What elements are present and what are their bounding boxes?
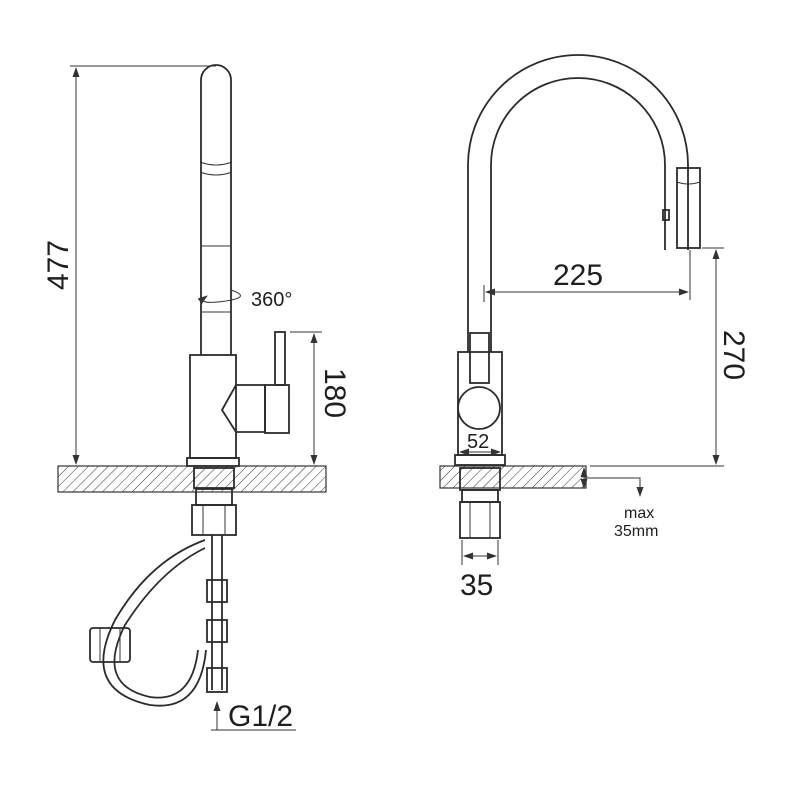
max-thickness-line1: max <box>624 505 654 522</box>
lever-handle <box>220 384 266 433</box>
rotation-arrow-icon <box>197 289 241 305</box>
shank-diameter-label: 35 <box>460 569 493 602</box>
counterweight <box>89 627 131 663</box>
spout-clearance-label: 270 <box>717 330 750 380</box>
spray-head <box>676 167 701 249</box>
height-total-label: 477 <box>42 240 75 290</box>
gooseneck-spout <box>467 54 689 352</box>
reach-label: 225 <box>553 259 603 292</box>
connection-label: G1/2 <box>228 700 293 733</box>
mounting-nut <box>191 504 237 536</box>
front-view: 225 270 52 35 max 35mm <box>439 54 750 602</box>
spout-tube <box>200 64 232 355</box>
countertop-left <box>57 465 327 493</box>
countertop-right <box>439 465 587 489</box>
lever-stem <box>274 331 286 386</box>
lever-height-label: 180 <box>318 368 351 418</box>
body-diameter-label: 52 <box>467 431 489 453</box>
max-thickness-line2: 35mm <box>614 523 658 540</box>
rotation-label: 360° <box>251 289 292 311</box>
side-view: 360° 477 180 <box>42 64 351 733</box>
pull-out-hose <box>102 539 207 707</box>
lever-knob <box>457 386 501 430</box>
front-mounting-nut <box>459 501 501 539</box>
faucet-body <box>189 354 237 459</box>
